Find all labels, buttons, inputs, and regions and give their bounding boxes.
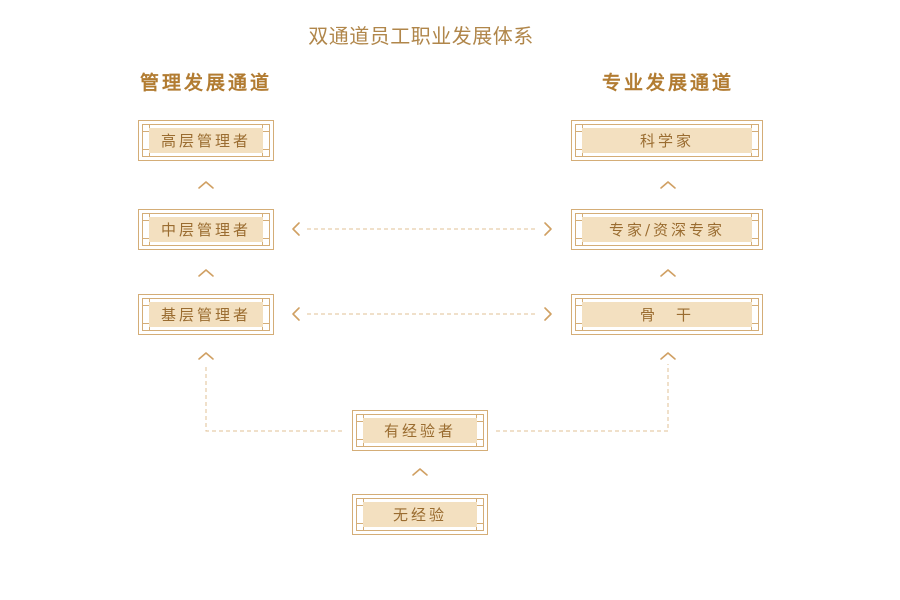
corner-ornament [142,149,150,157]
corner-ornament [142,238,150,246]
experienced-to-management-line [205,364,342,432]
scientist-label: 科学家 [582,128,752,153]
up-chevron-icon [198,352,214,360]
box-inner-frame [356,498,484,531]
box-inner-frame [356,414,484,447]
backbone-box: 骨 干 [571,294,763,335]
corner-ornament [751,238,759,246]
left-chevron-icon [292,307,300,321]
box-inner-frame [142,213,270,246]
corner-ornament [751,323,759,331]
expert-label: 专家/资深专家 [582,217,752,242]
junior-manager-box: 基层管理者 [138,294,274,335]
corner-ornament [575,323,583,331]
page-title: 双通道员工职业发展体系 [308,24,534,48]
up-chevron-icon [198,269,214,277]
up-chevron-icon [660,269,676,277]
right-chevron-icon [544,222,552,236]
backbone-label: 骨 干 [582,302,752,327]
scientist-box: 科学家 [571,120,763,161]
senior-manager-box: 高层管理者 [138,120,274,161]
box-inner-frame [575,213,759,246]
inexperienced-box: 无经验 [352,494,488,535]
corner-ornament [262,149,270,157]
up-chevron-icon [660,181,676,189]
professional-track-heading: 专业发展通道 [601,72,734,94]
corner-ornament [575,238,583,246]
corner-ornament [751,149,759,157]
experienced-to-professional-line [496,364,669,432]
senior-manager-label: 高层管理者 [149,128,263,153]
right-chevron-icon [544,307,552,321]
middle-manager-label: 中层管理者 [149,217,263,242]
box-inner-frame [142,124,270,157]
corner-ornament [476,523,484,531]
box-inner-frame [575,298,759,331]
management-track-heading: 管理发展通道 [139,72,272,94]
corner-ornament [142,323,150,331]
up-chevron-icon [660,352,676,360]
experienced-label: 有经验者 [363,418,477,443]
corner-ornament [575,149,583,157]
inexperienced-label: 无经验 [363,502,477,527]
corner-ornament [356,439,364,447]
corner-ornament [476,439,484,447]
corner-ornament [262,238,270,246]
expert-box: 专家/资深专家 [571,209,763,250]
box-inner-frame [575,124,759,157]
up-chevron-icon [198,181,214,189]
up-chevron-icon [412,468,428,476]
corner-ornament [262,323,270,331]
left-chevron-icon [292,222,300,236]
middle-manager-box: 中层管理者 [138,209,274,250]
corner-ornament [356,523,364,531]
experienced-box: 有经验者 [352,410,488,451]
box-inner-frame [142,298,270,331]
junior-manager-label: 基层管理者 [149,302,263,327]
